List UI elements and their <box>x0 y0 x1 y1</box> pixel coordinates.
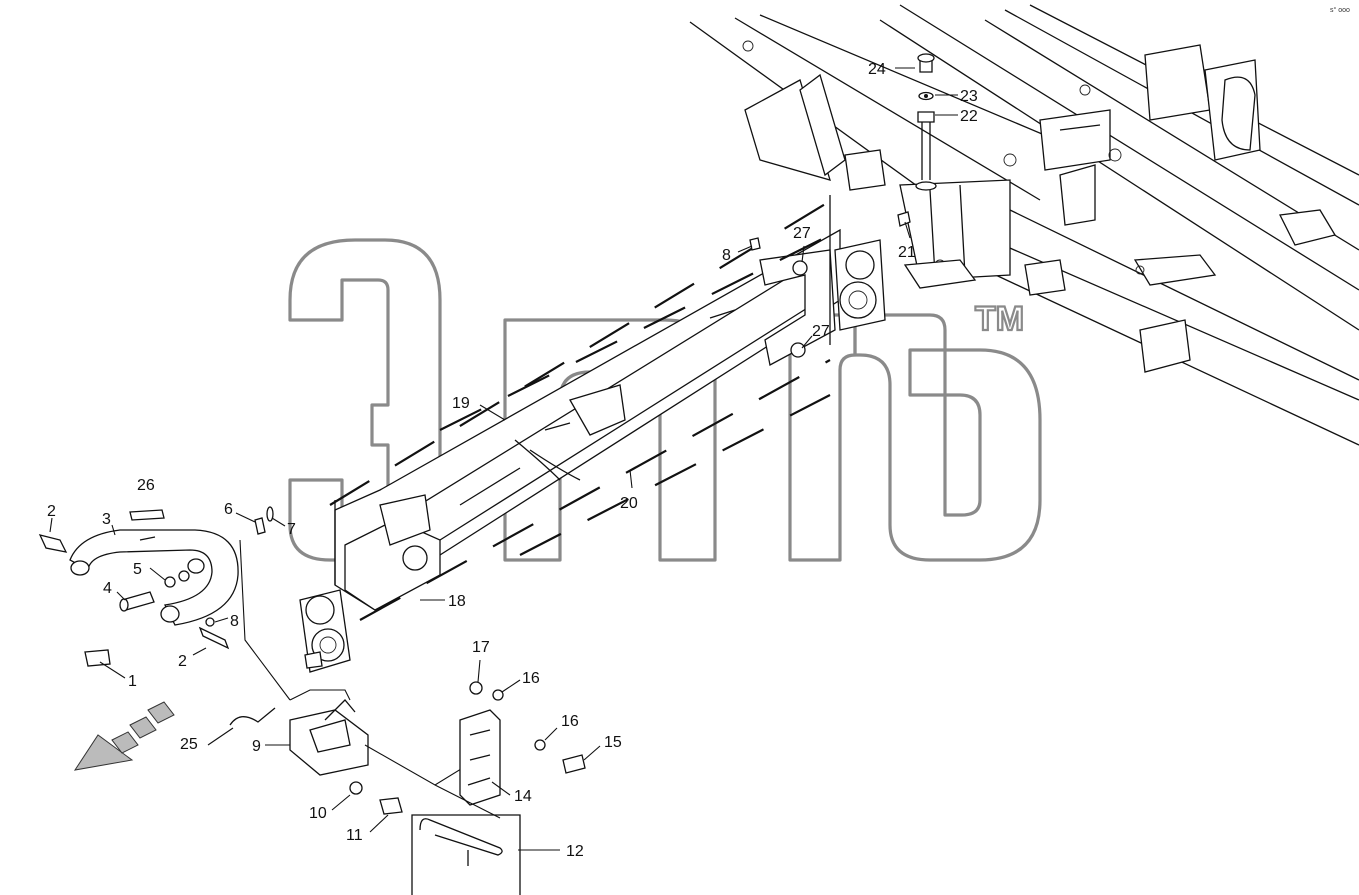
callout-16-lower: 16 <box>561 713 579 730</box>
callout-4: 4 <box>103 580 112 597</box>
hoop-handle-part-3 <box>69 529 239 626</box>
callout-1: 1 <box>128 673 137 690</box>
callout-21: 21 <box>898 244 916 261</box>
callout-7: 7 <box>287 521 296 538</box>
pin-stack-parts-22-24 <box>897 53 937 227</box>
callout-17: 17 <box>472 639 490 656</box>
callout-9: 9 <box>252 738 261 755</box>
callout-3: 3 <box>102 511 111 528</box>
callout-2-lower: 2 <box>178 653 187 670</box>
callout-15: 15 <box>604 734 622 751</box>
callout-24: 24 <box>868 61 886 78</box>
callout-2-upper: 2 <box>47 503 56 520</box>
callout-22: 22 <box>960 108 978 125</box>
callout-20: 20 <box>620 495 638 512</box>
callout-27-upper: 27 <box>793 225 811 242</box>
watermark-trademark: TM <box>975 300 1024 338</box>
clip-part-12 <box>411 784 521 895</box>
callout-25: 25 <box>180 736 198 753</box>
hub-bearing-upper <box>749 237 886 358</box>
leader-lines <box>49 67 958 851</box>
callout-11: 11 <box>346 827 363 844</box>
callout-8-upper: 8 <box>722 247 731 264</box>
callout-12: 12 <box>566 843 584 860</box>
main-frame-assembly <box>689 4 1359 446</box>
callout-26: 26 <box>137 477 155 494</box>
small-hardware-parts <box>38 506 291 701</box>
callout-6: 6 <box>224 501 233 518</box>
callout-8-lower: 8 <box>230 613 239 630</box>
callout-16-upper: 16 <box>522 670 540 687</box>
callout-23: 23 <box>960 88 978 105</box>
callout-5: 5 <box>133 561 142 578</box>
callout-27-lower: 27 <box>812 323 830 340</box>
callout-18: 18 <box>448 593 466 610</box>
corner-mark: s° ooo <box>1330 6 1350 14</box>
direction-arrow <box>73 701 175 771</box>
lock-plate-part-9 <box>229 689 501 815</box>
bracket-part-14 <box>459 681 586 806</box>
callout-labels: 24 23 22 21 8 27 27 19 20 18 26 2 3 6 7 … <box>47 61 978 860</box>
callout-19: 19 <box>452 395 470 412</box>
callout-10: 10 <box>309 805 327 822</box>
callout-14: 14 <box>514 788 532 805</box>
main-beam-part-19 <box>329 194 841 621</box>
hub-bearing-lower <box>299 589 351 673</box>
